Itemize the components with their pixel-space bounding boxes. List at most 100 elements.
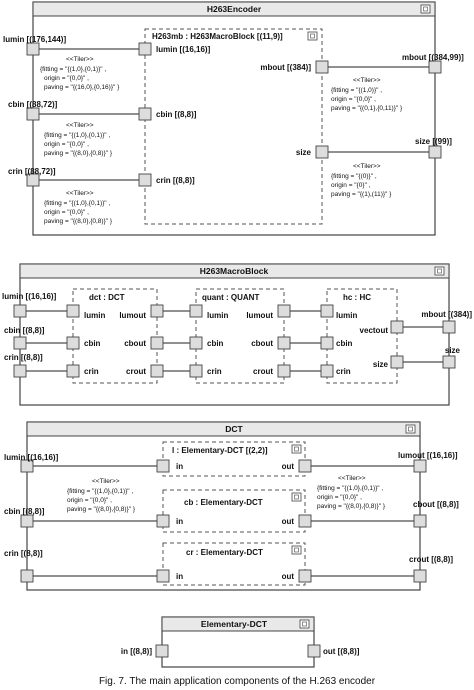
hc-vectout-label: vectout <box>360 326 389 335</box>
h263mb-part <box>144 28 323 225</box>
dct-outer-cbin-port <box>20 514 34 528</box>
cr-out-port <box>298 569 312 583</box>
cr-out-label: out <box>282 572 295 581</box>
svg-text:<<Tiler>>: <<Tiler>> <box>353 77 381 84</box>
dct-lumin-port <box>66 304 80 318</box>
encoder-lumin-label: lumin [(176,144)] <box>3 35 66 44</box>
dct-cbin-label: cbin <box>84 339 101 348</box>
elementary-dct-component: Elementary-DCT in [(8,8)] out [(8,8)] <box>121 616 360 668</box>
hc-vectout-port <box>390 320 404 334</box>
dct-outer-lumin-port <box>20 459 34 473</box>
dct-part <box>72 288 158 384</box>
encoder-lumin-port <box>26 42 40 56</box>
encoder-component: H263Encoder H263mb : H263MacroBlock [(11… <box>3 1 464 236</box>
svg-text:<<Tiler>>: <<Tiler>> <box>66 190 94 197</box>
dct-outer-crout-port <box>413 569 427 583</box>
dct-part-title: dct : DCT <box>89 293 125 302</box>
tiler-note: <<Tiler>> {fitting = "{(1,0},{0,1)}" , o… <box>317 475 386 510</box>
encoder-mbout-label: mbout [(384,99)] <box>402 53 464 62</box>
svg-text:{fitting = "{(1,0},{0,1)}" ,: {fitting = "{(1,0},{0,1)}" , <box>44 200 110 207</box>
encoder-size-port <box>428 145 442 159</box>
hc-crin-label: crin <box>336 367 351 376</box>
h263mb-mbout-port <box>315 60 329 74</box>
mb-crin-port <box>13 364 27 378</box>
encoder-size-label: size [(99)] <box>415 137 452 146</box>
elementary-in-label: in [(8,8)] <box>121 647 152 656</box>
l-in-port <box>156 459 170 473</box>
l-elementary-part <box>162 441 306 477</box>
quant-crout-port <box>277 364 291 378</box>
tiler-note: <<Tiler>> {fitting = "{(1,0},{0,1)}" , o… <box>44 190 113 225</box>
svg-text:{fitting = "{(1,0},{0,1)}" ,: {fitting = "{(1,0},{0,1)}" , <box>67 488 133 495</box>
hc-size-port <box>390 355 404 369</box>
svg-text:paving = "{(16,0},{0,16)}" }: paving = "{(16,0},{0,16)}" } <box>44 84 120 91</box>
cb-in-port <box>156 514 170 528</box>
encoder-title: H263Encoder <box>207 4 262 14</box>
svg-text:{fitting = "{(0)}" ,: {fitting = "{(0)}" , <box>331 173 377 180</box>
dct-lumout-port <box>150 304 164 318</box>
h263mb-crin-label: crin [(8,8)] <box>156 176 195 185</box>
svg-text:{fitting = "{(1,0},{0,1)}" ,: {fitting = "{(1,0},{0,1)}" , <box>40 66 106 73</box>
svg-text:origin = "{0,0}" ,: origin = "{0,0}" , <box>44 209 89 216</box>
quant-lumin-port <box>189 304 203 318</box>
dct-crin-label: crin [(8,8)] <box>4 549 43 558</box>
hc-part <box>326 288 398 384</box>
mb-lumin-port <box>13 304 27 318</box>
component-icon <box>405 424 416 434</box>
quant-part-title: quant : QUANT <box>202 293 259 302</box>
figure-caption: Fig. 7. The main application components … <box>99 676 376 687</box>
svg-text:paving = "{(1),(11)}" }: paving = "{(1),(11)}" } <box>331 191 392 198</box>
quant-lumout-label: lumout <box>246 311 273 320</box>
hc-cbin-label: cbin <box>336 339 353 348</box>
macroblock-component: H263MacroBlock dct : DCT quant : QUANT h… <box>2 263 472 406</box>
mb-mbout-label: mbout [(384)] <box>421 310 472 319</box>
component-icon <box>291 545 302 555</box>
cb-elementary-part <box>162 489 306 533</box>
tiler-note: <<Tiler>> {fitting = "{(1,0)}" , origin … <box>331 77 403 112</box>
h263mb-cbin-port <box>138 107 152 121</box>
quant-crin-port <box>189 364 203 378</box>
quant-cbin-label: cbin <box>207 339 224 348</box>
dct-cbout-label: cbout [(8,8)] <box>413 500 459 509</box>
dct-lumout-label: lumout [(16,16)] <box>398 451 458 460</box>
dct-title: DCT <box>225 424 243 434</box>
dct-crout-label: crout <box>126 367 146 376</box>
tiler-note: <<Tiler>> {fitting = "{(1,0},{0,1)}" , o… <box>40 56 120 91</box>
svg-text:<<Tiler>>: <<Tiler>> <box>353 163 381 170</box>
component-icon <box>299 619 310 629</box>
h263mb-lumin-port <box>138 42 152 56</box>
svg-text:paving = "{(8,0},{0,8)}" }: paving = "{(8,0},{0,8)}" } <box>317 503 386 510</box>
svg-text:<<Tiler>>: <<Tiler>> <box>338 475 366 482</box>
quant-lumin-label: lumin <box>207 311 228 320</box>
mb-size-port <box>442 355 456 369</box>
l-out-label: out <box>282 462 295 471</box>
svg-text:origin = "{0,0}" ,: origin = "{0,0}" , <box>67 497 112 504</box>
encoder-mbout-port <box>428 60 442 74</box>
cr-in-port <box>156 569 170 583</box>
component-icon <box>420 4 431 14</box>
dct-lumin-label: lumin [(16,16)] <box>4 453 59 462</box>
dct-outer-crin-port <box>20 569 34 583</box>
cr-part-title: cr : Elementary-DCT <box>186 548 263 557</box>
mb-mbout-port <box>442 320 456 334</box>
h263mb-size-label: size <box>296 148 312 157</box>
svg-text:origin = "{0,0}" ,: origin = "{0,0}" , <box>331 96 376 103</box>
elementary-in-port <box>155 644 169 658</box>
tiler-note: <<Tiler>> {fitting = "{(1,0},{0,1)}" , o… <box>67 478 136 513</box>
h263mb-part-title: H263mb : H263MacroBlock [(11,9)] <box>152 32 283 41</box>
component-icon <box>307 31 318 41</box>
dct-crin-port <box>66 364 80 378</box>
dct-cbin-label: cbin [(8,8)] <box>4 507 45 516</box>
h263mb-size-port <box>315 145 329 159</box>
mb-cbin-label: cbin [(8,8)] <box>4 326 45 335</box>
svg-text:origin = "{0}" ,: origin = "{0}" , <box>331 182 371 189</box>
dct-component: DCT l : Elementary-DCT [(2,2)] cb : Elem… <box>4 421 459 591</box>
dct-cbout-port <box>150 336 164 350</box>
svg-text:<<Tiler>>: <<Tiler>> <box>92 478 120 485</box>
svg-text:{fitting = "{(1,0},{0,1)}" ,: {fitting = "{(1,0},{0,1)}" , <box>44 132 110 139</box>
elementary-title: Elementary-DCT <box>201 619 268 629</box>
dct-lumout-label: lumout <box>119 311 146 320</box>
component-icon <box>291 492 302 502</box>
dct-cbin-port <box>66 336 80 350</box>
